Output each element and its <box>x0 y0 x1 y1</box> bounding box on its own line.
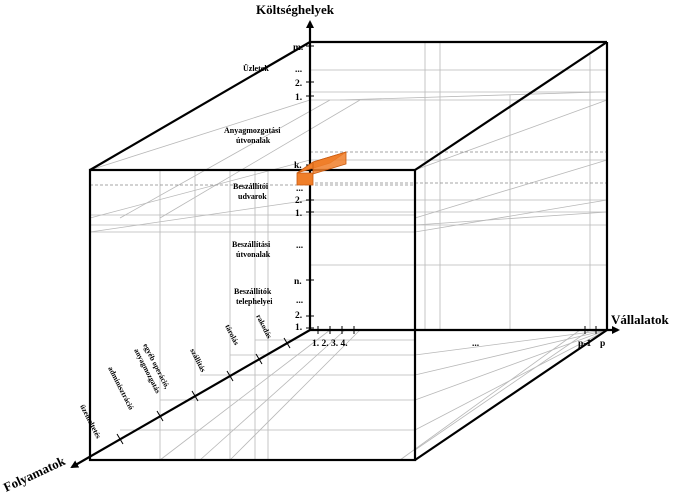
tick-bottom-1: 1. <box>295 323 302 333</box>
horizontal-tick-labels: 1. 2. 3. 4. ... p-1 p <box>312 339 605 349</box>
section-beszallitoi-2: udvarok <box>238 192 267 201</box>
section-beszallitok-2: telephelyei <box>236 297 273 306</box>
highlight-cell-front <box>296 172 314 186</box>
vertical-axis-title: Költséghelyek <box>256 2 335 17</box>
tick-k: k. <box>294 161 302 171</box>
section-anyagmozgatasi-1: Anyagmozgatási <box>224 126 281 135</box>
tick-h-dots: ... <box>472 339 479 349</box>
section-beszallitasi-1: Beszállítási <box>232 240 271 249</box>
vertical-section-labels: Üzletek Anyagmozgatási útvonalak Beszáll… <box>224 64 281 306</box>
axis-ticks <box>116 45 597 445</box>
tick-mid-dots: ... <box>296 184 303 194</box>
process-labels: üzemeltetés adminisztráció egyéb operáci… <box>78 313 274 440</box>
process-tarolas: tárolás <box>223 323 241 347</box>
tick-m: m. <box>293 43 303 53</box>
tick-mid-2: 2. <box>295 196 302 206</box>
tick-n: n. <box>294 277 302 287</box>
process-adminisztracio: adminisztráció <box>106 365 136 412</box>
tick-bottom-2: 2. <box>295 311 302 321</box>
tick-mid-1: 1. <box>295 209 302 219</box>
tick-dots-between: ... <box>296 241 303 251</box>
tick-top-2: 2. <box>295 79 302 89</box>
section-beszallitok-1: Beszállítók <box>234 287 272 296</box>
tick-top-dots: ... <box>295 65 302 75</box>
tick-h-p-minus-1: p-1 <box>578 339 591 349</box>
section-beszallitoi-1: Beszállítói <box>233 182 269 191</box>
horizontal-axis-title: Vállalatok <box>611 312 670 327</box>
section-uzletek: Üzletek <box>243 64 269 73</box>
depth-axis-line <box>70 329 311 468</box>
tick-h-p: p <box>600 339 605 349</box>
highlight-cell-side <box>312 151 347 175</box>
highlighted-cell <box>296 151 347 186</box>
tick-h-first: 1. 2. 3. 4. <box>312 339 348 349</box>
depth-axis-title: Folyamatok <box>1 453 68 495</box>
cube-frame <box>70 20 620 468</box>
process-rakodas: rakodás <box>254 313 274 340</box>
section-beszallitasi-2: útvonalak <box>236 250 271 259</box>
process-szallitas: szállítás <box>188 347 208 374</box>
tick-bottom-dots: ... <box>296 296 303 306</box>
vertical-tick-labels: m. ... 2. 1. k. ... 2. 1. ... n. ... 2. … <box>293 43 303 333</box>
grid-lines <box>89 42 608 461</box>
tick-top-1: 1. <box>295 93 302 103</box>
section-anyagmozgatasi-2: útvonalak <box>236 136 271 145</box>
